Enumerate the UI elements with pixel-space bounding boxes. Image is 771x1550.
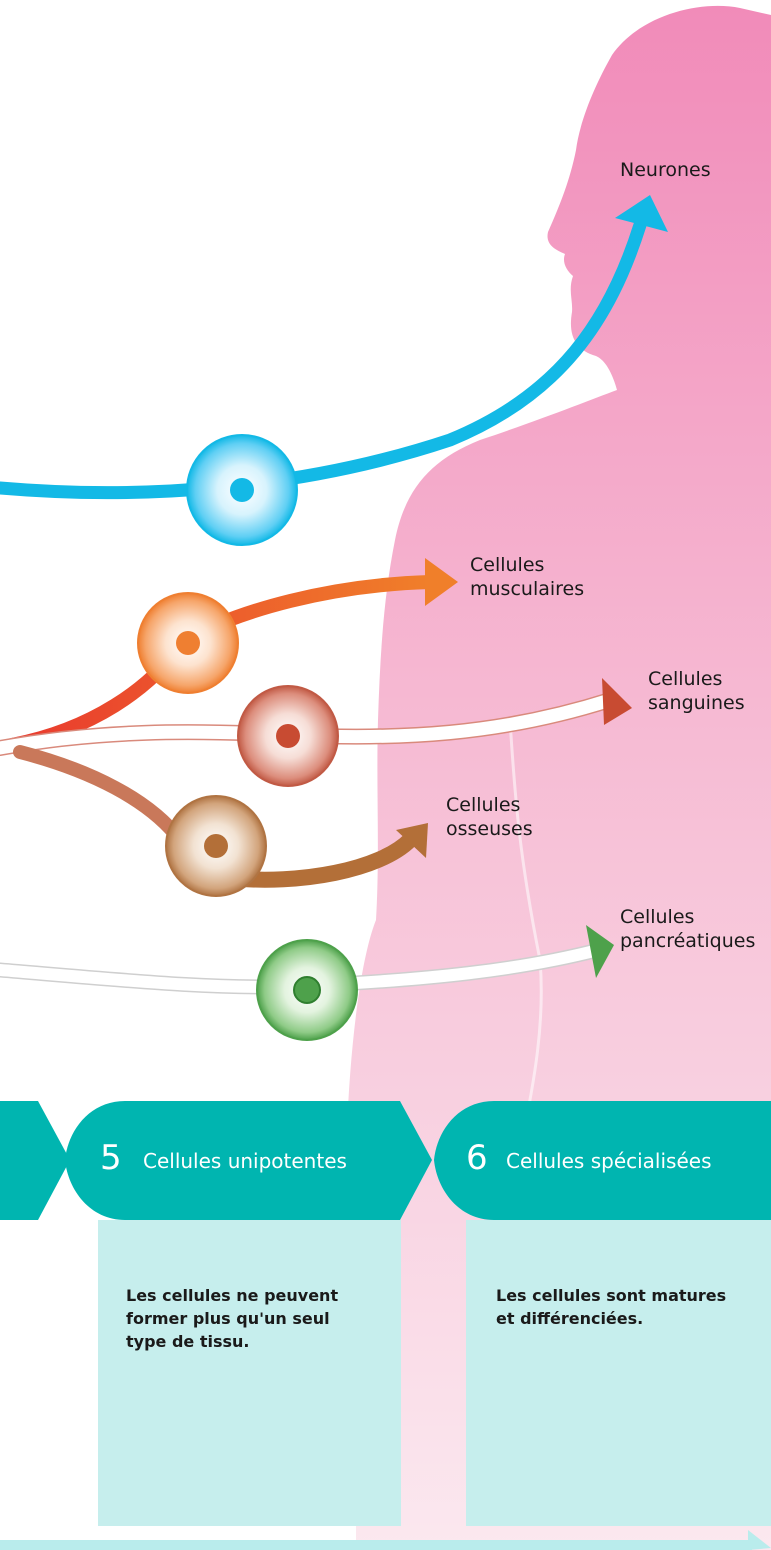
label-cellules-pancreatiques: Cellules pancréatiques bbox=[620, 905, 755, 953]
stage-5-panel bbox=[98, 1220, 401, 1526]
stage-5-title: Cellules unipotentes bbox=[143, 1149, 347, 1173]
stage-4-tab bbox=[0, 1101, 70, 1220]
timeline-bar bbox=[0, 1540, 752, 1550]
stage-6-panel bbox=[466, 1220, 771, 1526]
label-cellules-osseuses: Cellules osseuses bbox=[446, 793, 533, 841]
label-cellules-musculaires: Cellules musculaires bbox=[470, 553, 584, 601]
stage-6-number: 6 bbox=[466, 1138, 488, 1178]
label-neurones: Neurones bbox=[620, 158, 711, 182]
stage-5-description: Les cellules ne peuvent former plus qu'u… bbox=[126, 1284, 338, 1353]
label-cellules-sanguines: Cellules sanguines bbox=[648, 667, 745, 715]
muscle-progenitor-cell bbox=[138, 593, 238, 693]
bone-arrow-line-lower bbox=[20, 752, 180, 840]
neuron-progenitor-cell bbox=[187, 435, 297, 545]
stage-5-number: 5 bbox=[100, 1138, 122, 1178]
blood-progenitor-cell bbox=[238, 686, 338, 786]
pancreas-progenitor-cell bbox=[257, 940, 357, 1040]
stage-6-description: Les cellules sont matures et différencié… bbox=[496, 1284, 726, 1330]
bone-progenitor-cell bbox=[166, 796, 266, 896]
stage-6-title: Cellules spécialisées bbox=[506, 1149, 712, 1173]
